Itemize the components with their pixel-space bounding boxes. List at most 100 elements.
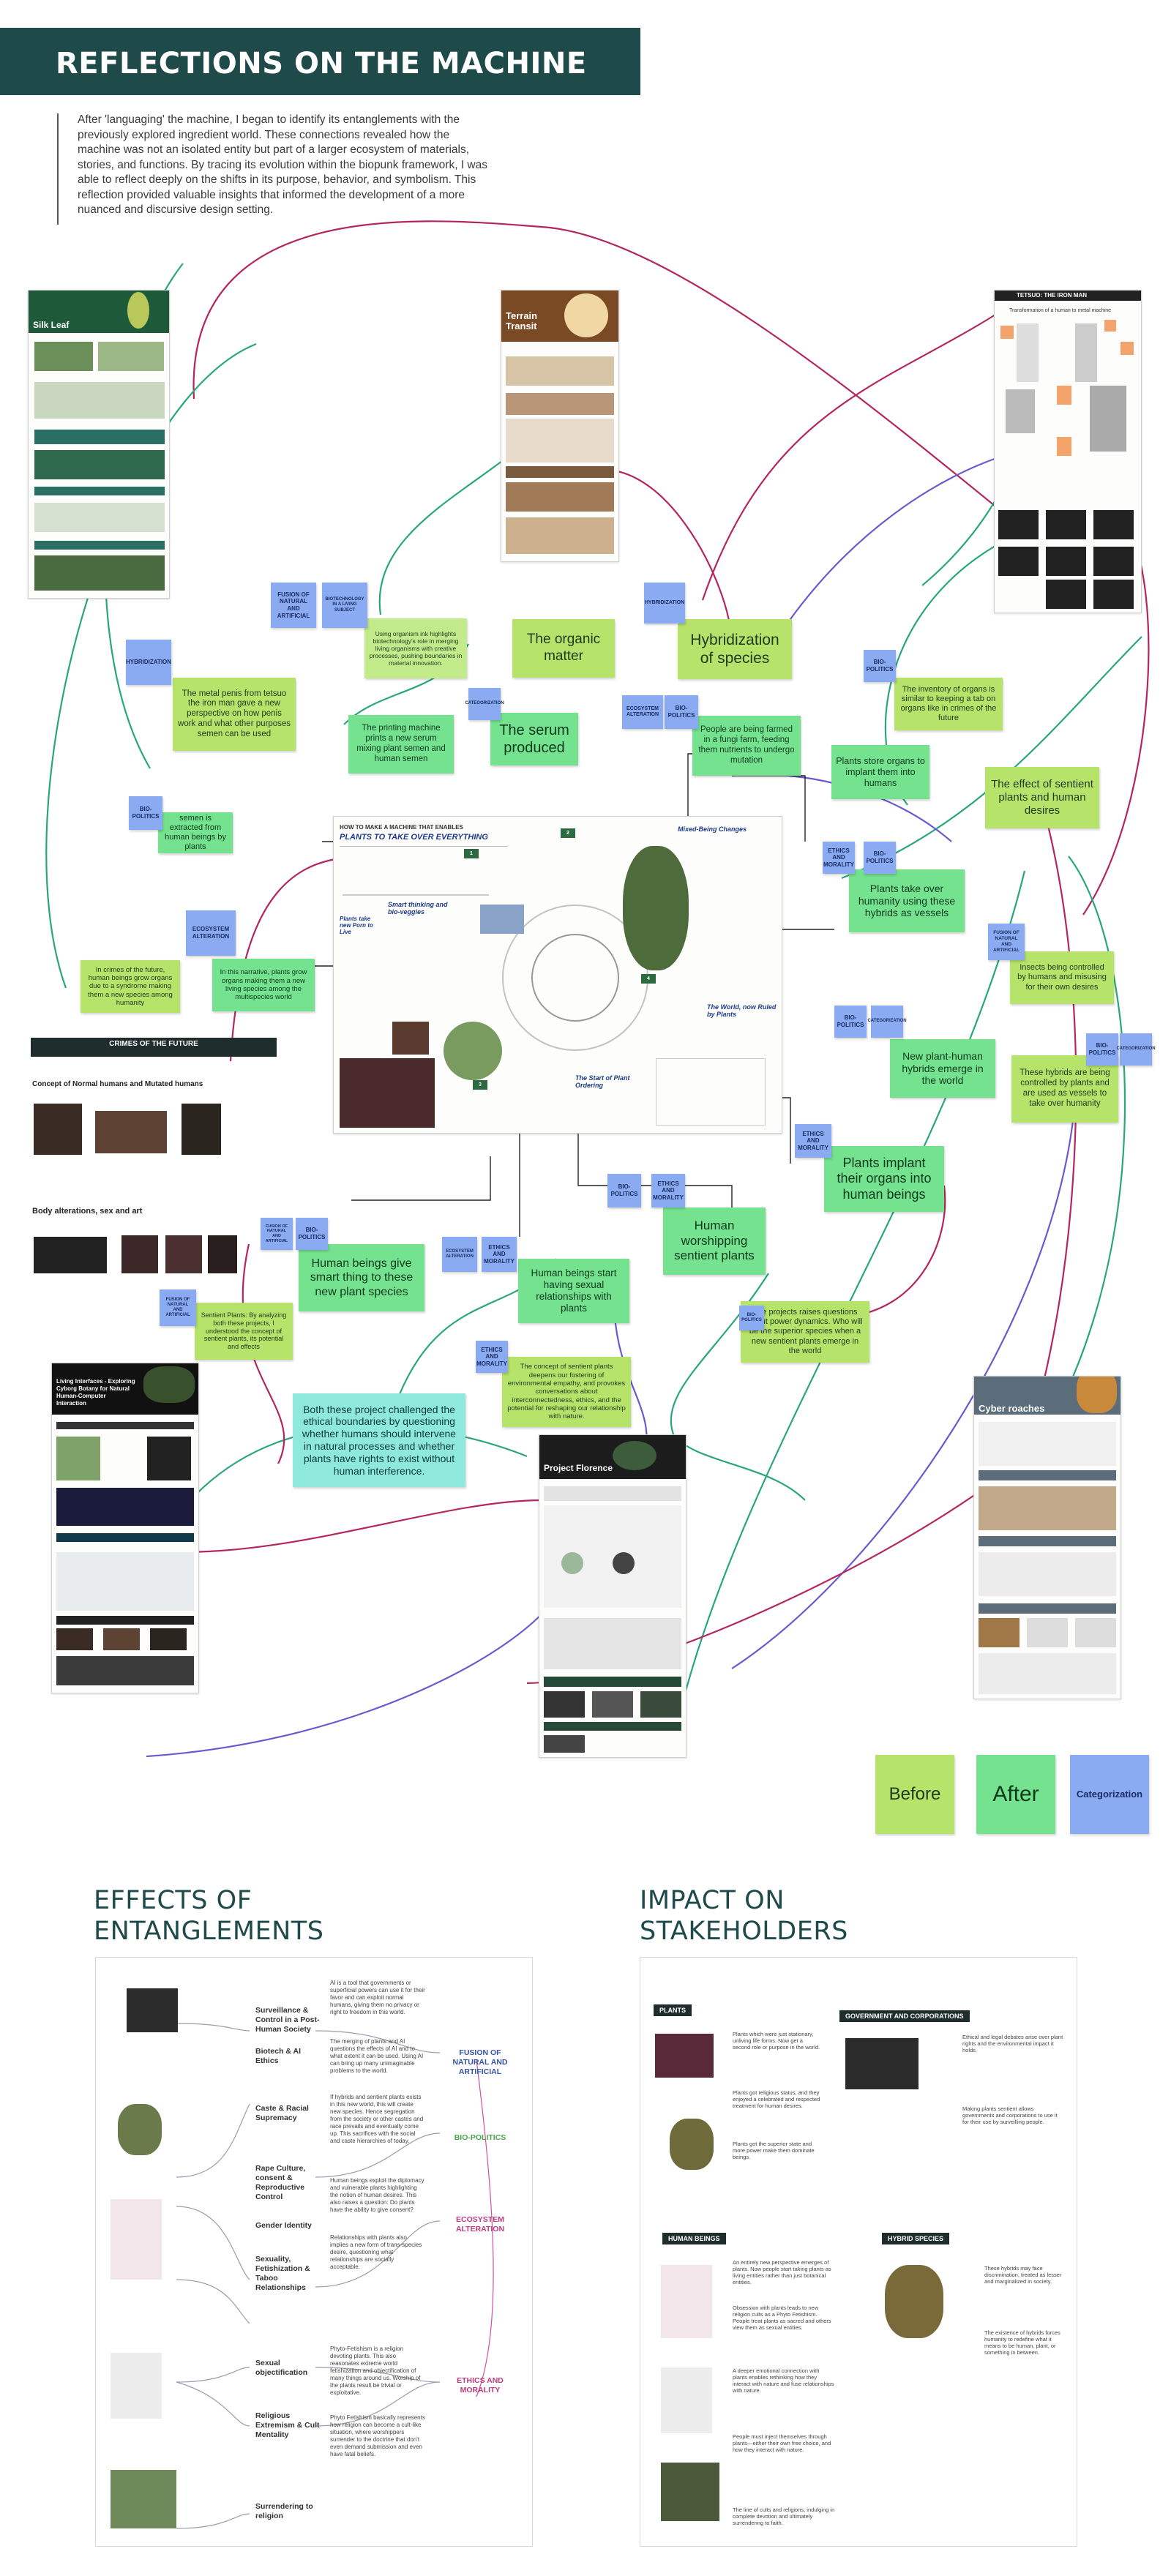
link-line xyxy=(242,1243,285,1464)
cat-ethics-2[interactable]: ETHICS AND MORALITY xyxy=(795,1124,831,1158)
doc-image xyxy=(147,1437,191,1480)
note-implant-organs[interactable]: Plants implant their organs into human b… xyxy=(824,1146,944,1212)
project-florence-board[interactable]: Project Florence xyxy=(539,1434,686,1758)
doc-image xyxy=(56,1552,194,1611)
tag-hybrid: HYBRID SPECIES xyxy=(882,2233,950,2244)
plant-illustration xyxy=(444,1022,502,1080)
effect-label-sexuality: Sexuality, Fetishization & Taboo Relatio… xyxy=(255,2255,310,2292)
cat-eco-3[interactable]: ECOSYSTEM ALTERATION xyxy=(442,1237,477,1272)
cat-biopolitics-8[interactable]: BIO-POLITICS xyxy=(296,1218,328,1250)
film-still xyxy=(998,547,1039,576)
note-organs-narrative[interactable]: In this narrative, plants grow organs ma… xyxy=(212,959,315,1011)
branch-line xyxy=(315,2367,441,2383)
cat-biopolitics-6[interactable]: BIO-POLITICS xyxy=(1086,1033,1118,1066)
link-line xyxy=(45,342,257,989)
note-organic-ink[interactable]: Using organism ink highlights biotechnol… xyxy=(364,618,467,678)
cat-biopolitics-1[interactable]: BIO-POLITICS xyxy=(129,796,162,830)
cat-ethics-5[interactable]: ETHICS AND MORALITY xyxy=(476,1341,508,1373)
cat-fusion[interactable]: FUSION OF NATURAL AND ARTIFICIAL xyxy=(271,583,316,628)
note-worshipping[interactable]: Human worshipping sentient plants xyxy=(663,1208,766,1275)
cat-biopolitics-9[interactable]: BIO-POLITICS xyxy=(739,1306,764,1330)
film-still xyxy=(1046,580,1086,609)
iron-man-subtitle: Transformation of a human to metal machi… xyxy=(1009,308,1112,313)
cat-biopolitics-5[interactable]: BIO-POLITICS xyxy=(834,1006,867,1038)
cat-hybridization-2[interactable]: HYBRIDIZATION xyxy=(644,583,685,624)
cat-fusion-4[interactable]: FUSION OF NATURAL AND ARTIFICIAL xyxy=(160,1289,196,1326)
note-metal-penis[interactable]: The metal penis from tetsuo the iron man… xyxy=(173,678,296,751)
note-concept-sentient[interactable]: The concept of sentient plants deepens o… xyxy=(502,1357,631,1427)
step-label: 1 xyxy=(464,849,479,858)
cat-ethics-1[interactable]: ETHICS AND MORALITY xyxy=(823,842,855,874)
cat-biopolitics-2[interactable]: BIO-POLITICS xyxy=(665,695,698,729)
florence-title: Project Florence xyxy=(544,1463,613,1473)
impact-text-plants-3: Plants got the superior state and more p… xyxy=(733,2141,815,2160)
link-line xyxy=(731,1090,1077,1669)
cat-eco-1[interactable]: ECOSYSTEM ALTERATION xyxy=(622,695,663,729)
cat-fusion-2[interactable]: FUSION OF NATURAL AND ARTIFICIAL xyxy=(988,924,1025,960)
terrain-transit-board[interactable]: Terrain Transit xyxy=(501,290,619,562)
step-label: 4 xyxy=(641,974,656,984)
link-line xyxy=(160,1499,542,1553)
note-inventory-organs[interactable]: The inventory of organs is similar to ke… xyxy=(894,678,1003,730)
note-effect-sentient[interactable]: The effect of sentient plants and human … xyxy=(985,767,1099,828)
film-still xyxy=(1093,510,1134,539)
note-store-organs[interactable]: Plants store organs to implant them into… xyxy=(831,745,929,799)
effect-image xyxy=(127,1988,178,2032)
doc-image xyxy=(34,450,165,479)
doc-image xyxy=(506,356,614,386)
cat-categorization-2[interactable]: CATEGORIZATION xyxy=(867,1006,907,1038)
cat-biopolitics-3[interactable]: BIO-POLITICS xyxy=(864,650,896,682)
note-take-over[interactable]: Plants take over humanity using these hy… xyxy=(849,869,965,932)
note-sexual-relationships[interactable]: Human beings start having sexual relatio… xyxy=(518,1259,629,1323)
doc-image xyxy=(979,1422,1116,1466)
note-smart-thing[interactable]: Human beings give smart thing to these n… xyxy=(299,1244,424,1311)
note-sentient-plants[interactable]: Sentient Plants: By analyzing both these… xyxy=(195,1303,293,1360)
cat-eco-2[interactable]: ECOSYSTEM ALTERATION xyxy=(186,910,236,956)
note-printing-machine[interactable]: The printing machine prints a new serum … xyxy=(348,715,454,774)
note-organic-matter[interactable]: The organic matter xyxy=(512,619,615,678)
note-farmed-fungi[interactable]: People are being farmed in a fungi farm,… xyxy=(692,716,801,776)
effect-label-biotech: Biotech & AI Ethics xyxy=(255,2047,302,2065)
note-hybrids-controlled[interactable]: These hybrids are being controlled by pl… xyxy=(1011,1055,1118,1123)
iron-man-title: TETSUO: THE IRON MAN xyxy=(1017,292,1087,299)
effects-panel: Surveillance & Control in a Post-Human S… xyxy=(95,1957,533,2547)
doc-image xyxy=(34,541,165,550)
cyber-roaches-board[interactable]: Cyber roaches xyxy=(973,1376,1121,1699)
note-semen-extracted[interactable]: semen is extracted from human beings by … xyxy=(158,812,233,853)
cat-ethics-4[interactable]: ETHICS AND MORALITY xyxy=(482,1237,517,1272)
cat-biotech-ink[interactable]: BIOTECHNOLOGY IN A LIVING SUBJECT xyxy=(322,583,367,628)
impact-text-humans-3: A deeper emotional connection with plant… xyxy=(733,2367,834,2394)
note-crimes-future[interactable]: In crimes of the future, human beings gr… xyxy=(81,960,180,1013)
living-interfaces-board[interactable]: Living Interfaces - Exploring Cyborg Bot… xyxy=(51,1363,199,1693)
step-label: 2 xyxy=(561,828,575,838)
note-insects-controlled[interactable]: Insects being controlled by humans and m… xyxy=(1010,951,1114,1004)
note-new-hybrids[interactable]: New plant-human hybrids emerge in the wo… xyxy=(890,1039,995,1098)
legend-after: After xyxy=(976,1755,1055,1834)
cat-categorization-3[interactable]: CATEGORIZATION xyxy=(1116,1033,1156,1066)
iron-man-board[interactable]: TETSUO: THE IRON MAN Transformation of a… xyxy=(994,290,1142,613)
effects-title: EFFECTS OF ENTANGLEMENTS xyxy=(94,1886,324,1946)
impact-text-humans-4: People must inject themselves through pl… xyxy=(733,2433,831,2453)
note-hybridization[interactable]: Hybridization of species xyxy=(678,619,792,679)
cat-biopolitics-7[interactable]: BIO-POLITICS xyxy=(607,1174,641,1208)
cat-biopolitics-4[interactable]: BIO-POLITICS xyxy=(864,842,896,874)
impact-text-gov-1: Ethical and legal debates arise over pla… xyxy=(962,2034,1063,2053)
note-serum-produced[interactable]: The serum produced xyxy=(490,713,578,765)
doc-image xyxy=(506,466,614,478)
film-still xyxy=(182,1104,221,1155)
effect-label-caste: Caste & Racial Supremacy xyxy=(255,2104,309,2122)
cat-fusion-3[interactable]: FUSION OF NATURAL AND ARTIFICIAL xyxy=(261,1218,293,1250)
doc-image xyxy=(56,1422,194,1429)
silk-leaf-board[interactable]: Silk Leaf xyxy=(28,290,170,599)
cat-hybridization[interactable]: HYBRIDIZATION xyxy=(126,640,171,685)
note-both-projects[interactable]: Both these project challenged the ethica… xyxy=(293,1393,465,1487)
impact-text-humans-1: An entirely new perspective emerges of p… xyxy=(733,2259,831,2285)
cat-ethics-3[interactable]: ETHICS AND MORALITY xyxy=(651,1174,685,1208)
film-still xyxy=(95,1111,167,1153)
branch-line xyxy=(176,2367,250,2383)
machine-diagram[interactable]: HOW TO MAKE A MACHINE THAT ENABLES PLANT… xyxy=(333,816,782,1134)
cat-categorization-1[interactable]: CATEGORIZATION xyxy=(465,688,504,720)
doc-image xyxy=(979,1552,1116,1596)
stakeholder-image xyxy=(670,2119,714,2170)
doc-image xyxy=(506,393,614,415)
